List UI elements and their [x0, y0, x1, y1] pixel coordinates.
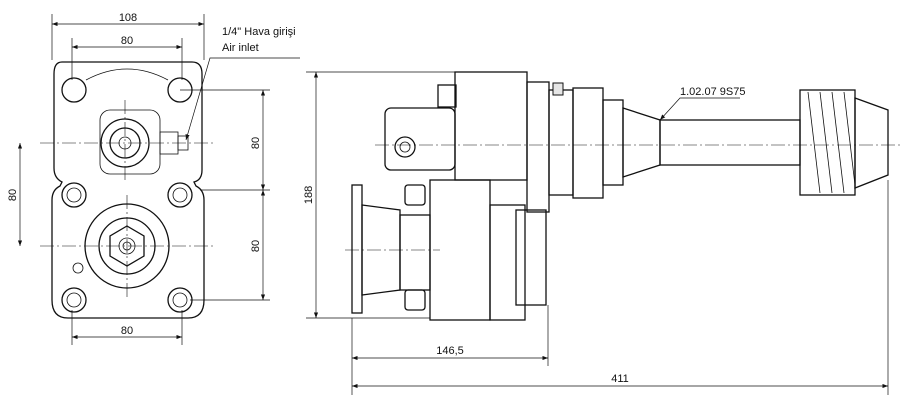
air-inlet-label-en: Air inlet — [222, 42, 259, 54]
front-view — [40, 61, 215, 319]
dim-80-right-upper: 80 — [250, 137, 262, 149]
dim-188: 188 — [303, 186, 315, 204]
dim-411: 411 — [611, 373, 629, 385]
dim-80-right-lower: 80 — [250, 240, 262, 252]
dim-80-left: 80 — [7, 189, 19, 201]
dim-80-top: 80 — [121, 35, 133, 47]
side-view — [345, 71, 900, 321]
front-dimensions: 108 80 80 80 80 80 1/4" Hava girişi Air … — [7, 12, 300, 345]
dim-146-5: 146,5 — [436, 345, 464, 357]
dim-80-bottom: 80 — [121, 325, 133, 337]
air-inlet-label-tr: 1/4" Hava girişi — [222, 26, 296, 38]
dim-108: 108 — [119, 12, 137, 24]
side-dimensions: 188 146,5 411 1.02.07 9S75 — [303, 71, 889, 395]
part-number-label: 1.02.07 9S75 — [680, 86, 745, 98]
